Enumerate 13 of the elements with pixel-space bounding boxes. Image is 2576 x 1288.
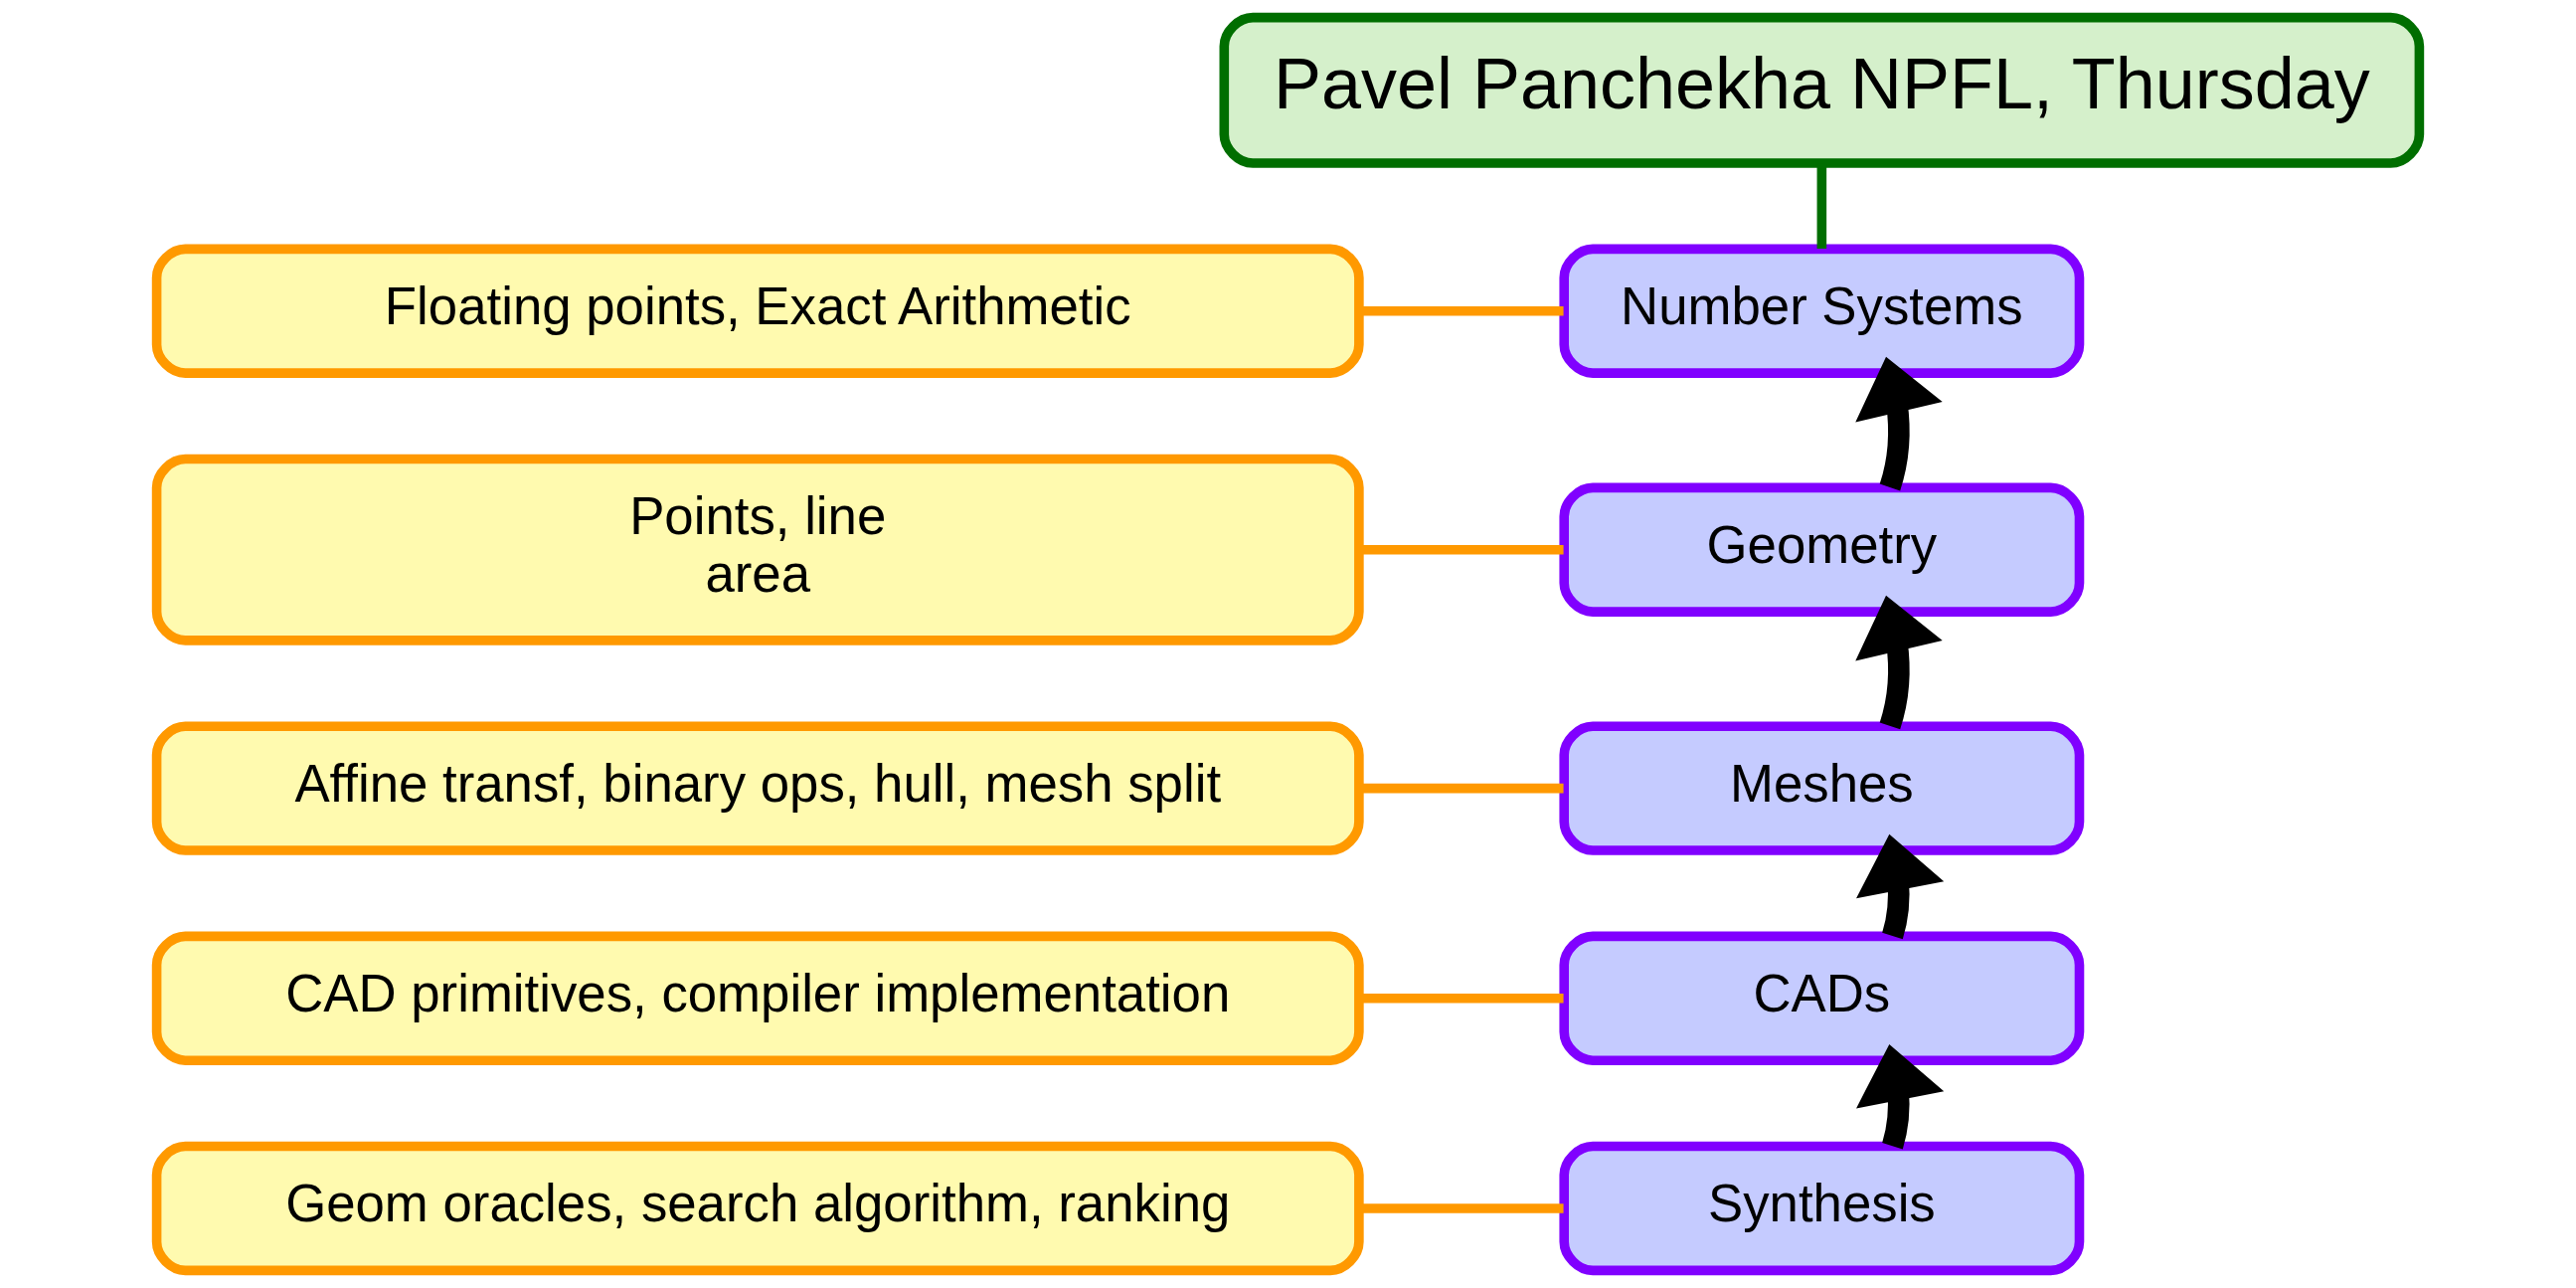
- node-box: Geom oracles, search algorithm, ranking: [151, 1141, 1364, 1276]
- node-box: CADs: [1559, 931, 2085, 1065]
- node-box: Synthesis: [1559, 1141, 2085, 1276]
- node-box: Geometry: [1559, 482, 2085, 617]
- node-box: Number Systems: [1559, 244, 2085, 378]
- node-box: Affine transf, binary ops, hull, mesh split: [151, 721, 1364, 855]
- node-box: CAD primitives, compiler implementation: [151, 931, 1364, 1065]
- node-box: Pavel Panchekha NPFL, Thursday: [1219, 12, 2425, 168]
- arrow: [1856, 833, 1945, 940]
- arrow: [1856, 1043, 1945, 1150]
- node-box: Floating points, Exact Arithmetic: [151, 244, 1364, 378]
- node-box: Points, line area: [151, 454, 1364, 645]
- node-box: Meshes: [1559, 721, 2085, 855]
